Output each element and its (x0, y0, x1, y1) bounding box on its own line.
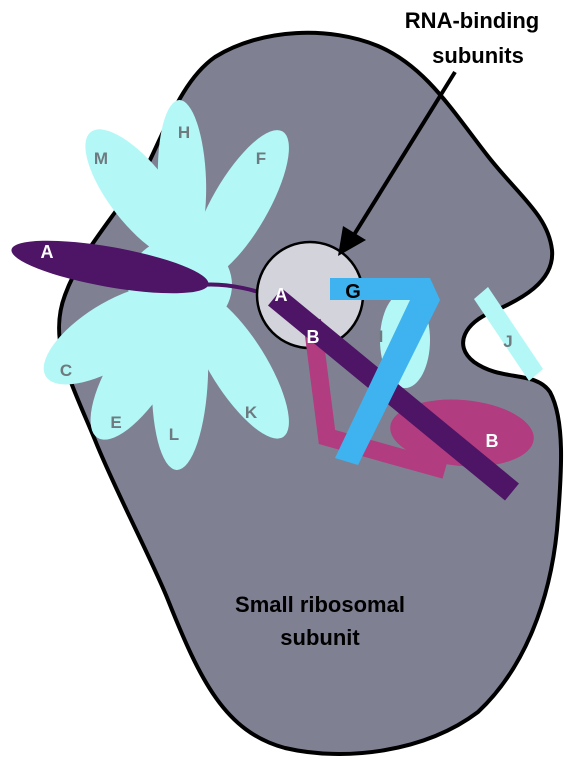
label-m: M (94, 149, 108, 168)
label-g: G (345, 281, 361, 303)
body-label-line2: subunit (280, 625, 360, 650)
label-e: E (110, 413, 121, 432)
label-h: H (178, 123, 190, 142)
label-l: L (169, 425, 179, 444)
label-i: I (379, 327, 384, 346)
label-a-inner: A (275, 285, 288, 305)
callout-label-line2: subunits (432, 43, 524, 68)
callout-label-line1: RNA-binding (405, 8, 539, 33)
body-label-line1: Small ribosomal (235, 592, 405, 617)
label-b-lower: B (486, 431, 499, 451)
label-j: J (503, 332, 512, 351)
label-b-upper: B (307, 327, 320, 347)
label-k: K (245, 403, 258, 422)
label-f: F (256, 149, 266, 168)
label-a-outer: A (41, 242, 54, 262)
label-c: C (60, 361, 72, 380)
